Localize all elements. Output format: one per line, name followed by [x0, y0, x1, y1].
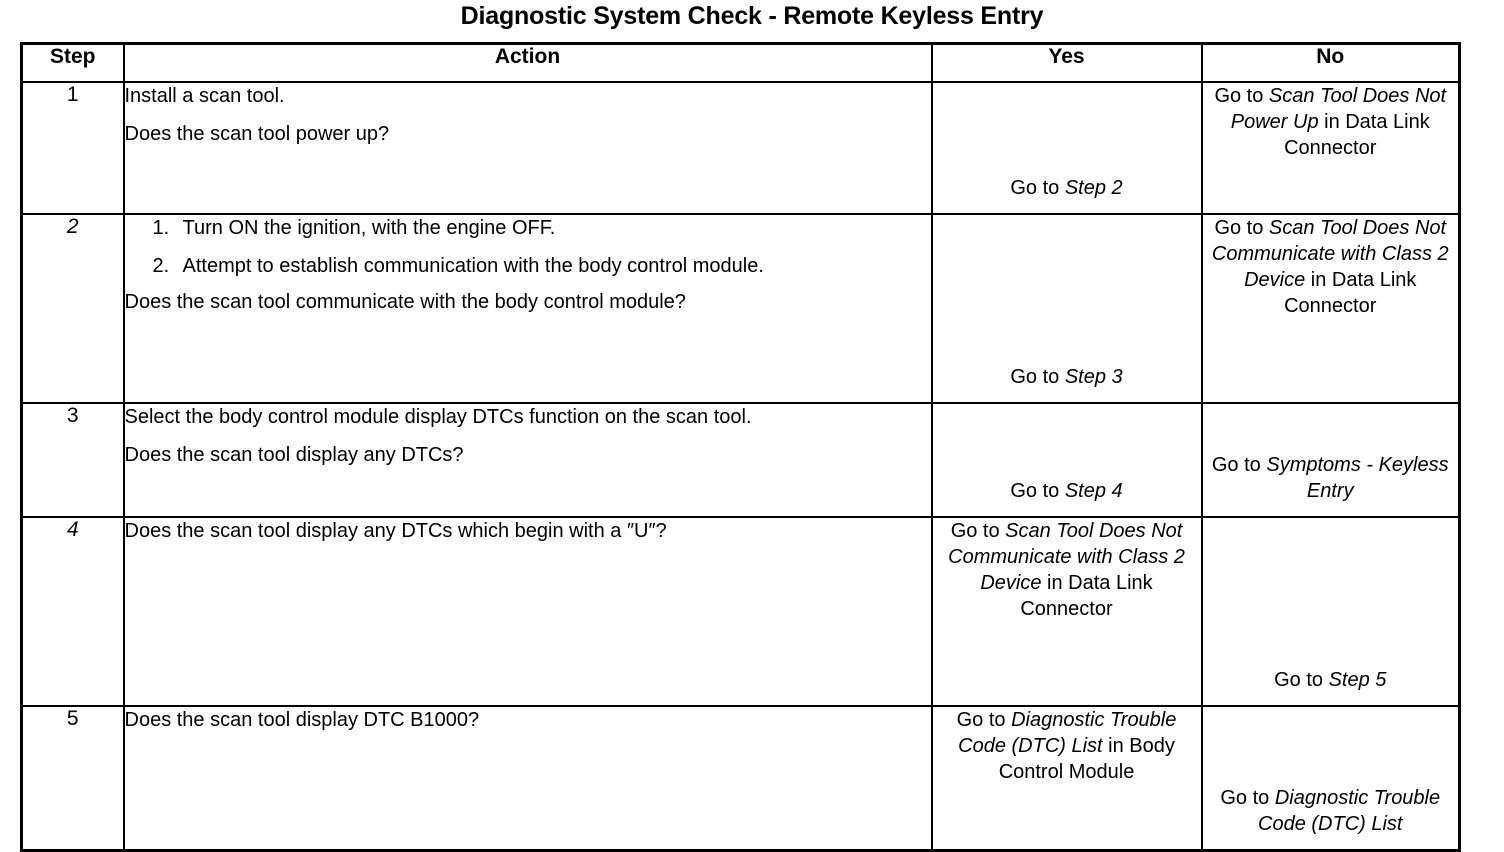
plain-text: Go to [1214, 85, 1269, 107]
plain-text: in Body Control Module [998, 735, 1175, 783]
no-result-cell: Go to Scan Tool Does Not Power Up in Dat… [1200, 81, 1461, 215]
plain-text: in Data Link Connector [1284, 111, 1430, 159]
action-cell: Does the scan tool display any DTCs whic… [122, 516, 933, 707]
no-result-cell: Go to Scan Tool Does Not Communicate wit… [1200, 213, 1461, 404]
reference-text: Scan Tool Does Not Communicate with Clas… [1211, 217, 1449, 291]
action-line: Does the scan tool power up? [124, 123, 390, 145]
yes-result-cell: Go to Step 4 [930, 402, 1203, 518]
action-cell: Turn ON the ignition, with the engine OF… [122, 213, 933, 404]
action-cell: Select the body control module display D… [122, 402, 933, 518]
action-line: Does the scan tool display DTC B1000? [124, 709, 480, 731]
no-result-cell: Go to Diagnostic Trouble Code (DTC) List [1200, 705, 1461, 852]
step-number-cell: 5 [20, 705, 125, 852]
diagnostic-table-container: Step Action Yes No 1 Install a scan tool.… [20, 42, 1461, 852]
diagnostic-system-check-table: Step Action Yes No 1 Install a scan tool.… [20, 42, 1461, 852]
step-number: 3 [66, 404, 79, 427]
no-result-cell: Go to Step 5 [1200, 516, 1461, 707]
plain-text: Go to [1214, 217, 1269, 239]
step-number: 4 [66, 518, 79, 541]
plain-text: Go to [1010, 177, 1065, 199]
table-row: 4 Does the scan tool display any DTCs whi… [20, 516, 1461, 707]
plain-text: Go to [1211, 454, 1267, 476]
step-number-cell: 1 [20, 81, 125, 215]
column-header-no: No [1200, 42, 1461, 83]
step-number: 5 [66, 707, 79, 730]
action-cell: Does the scan tool display DTC B1000? [122, 705, 933, 852]
plain-text: Go to [950, 520, 1006, 542]
action-numbered-list: Turn ON the ignition, with the engine OF… [125, 215, 931, 279]
diagnostic-table-page: Diagnostic System Check - Remote Keyless… [0, 0, 1504, 788]
action-line: Does the scan tool display any DTCs whic… [124, 520, 667, 542]
plain-text: Go to [1010, 366, 1065, 388]
step-number-cell: 2 [20, 213, 125, 404]
step-number-cell: 3 [20, 402, 125, 518]
column-header-step: Step [20, 42, 125, 83]
no-result-cell: Go to Symptoms - Keyless Entry [1200, 402, 1461, 518]
column-header-action: Action [122, 42, 933, 83]
reference-text: Step 4 [1064, 480, 1123, 502]
action-line: Does the scan tool communicate with the … [124, 291, 686, 313]
reference-text: Diagnostic Trouble Code (DTC) List [958, 709, 1177, 757]
step-number: 2 [66, 215, 79, 238]
yes-result-cell: Go to Step 2 [930, 81, 1203, 215]
plain-text: Go to [956, 709, 1012, 731]
table-row: 1 Install a scan tool. Does the scan tool … [20, 81, 1461, 215]
reference-text: Step 2 [1064, 177, 1123, 199]
reference-text: Diagnostic Trouble Code (DTC) List [1258, 787, 1441, 835]
table-row: 5 Does the scan tool display DTC B1000? Go… [20, 705, 1461, 852]
action-list-item: Turn ON the ignition, with the engine OF… [153, 215, 556, 241]
table-body: 1 Install a scan tool. Does the scan tool … [20, 81, 1461, 852]
plain-text: in Data Link Connector [1284, 269, 1417, 317]
table-header: Step Action Yes No [20, 42, 1461, 83]
step-number-cell: 4 [20, 516, 125, 707]
action-line: Select the body control module display D… [124, 406, 752, 428]
page-title: Diagnostic System Check - Remote Keyless… [460, 2, 1044, 30]
table-row: 2 Turn ON the ignition, with the engine O… [20, 213, 1461, 404]
yes-result-cell: Go to Diagnostic Trouble Code (DTC) List… [930, 705, 1203, 852]
column-header-yes: Yes [930, 42, 1203, 83]
reference-text: Step 5 [1328, 669, 1387, 691]
table-row: 3 Select the body control module display … [20, 402, 1461, 518]
action-list-item: Attempt to establish communication with … [153, 253, 764, 279]
plain-text: Go to [1220, 787, 1275, 809]
reference-text: Scan Tool Does Not Communicate with Clas… [948, 520, 1185, 594]
reference-text: Scan Tool Does Not Power Up [1230, 85, 1447, 133]
reference-text: Symptoms - Keyless Entry [1266, 454, 1449, 502]
plain-text: in Data Link Connector [1020, 572, 1153, 620]
step-number: 1 [66, 83, 79, 106]
reference-text: Step 3 [1064, 366, 1123, 388]
action-line: Does the scan tool display any DTCs? [124, 444, 464, 466]
yes-result-cell: Go to Scan Tool Does Not Communicate wit… [930, 516, 1203, 707]
header-row: Step Action Yes No [20, 42, 1461, 83]
action-line: Install a scan tool. [124, 85, 285, 107]
plain-text: Go to [1274, 669, 1329, 691]
yes-result-cell: Go to Step 3 [930, 213, 1203, 404]
plain-text: Go to [1010, 480, 1065, 502]
action-cell: Install a scan tool. Does the scan tool p… [122, 81, 933, 215]
